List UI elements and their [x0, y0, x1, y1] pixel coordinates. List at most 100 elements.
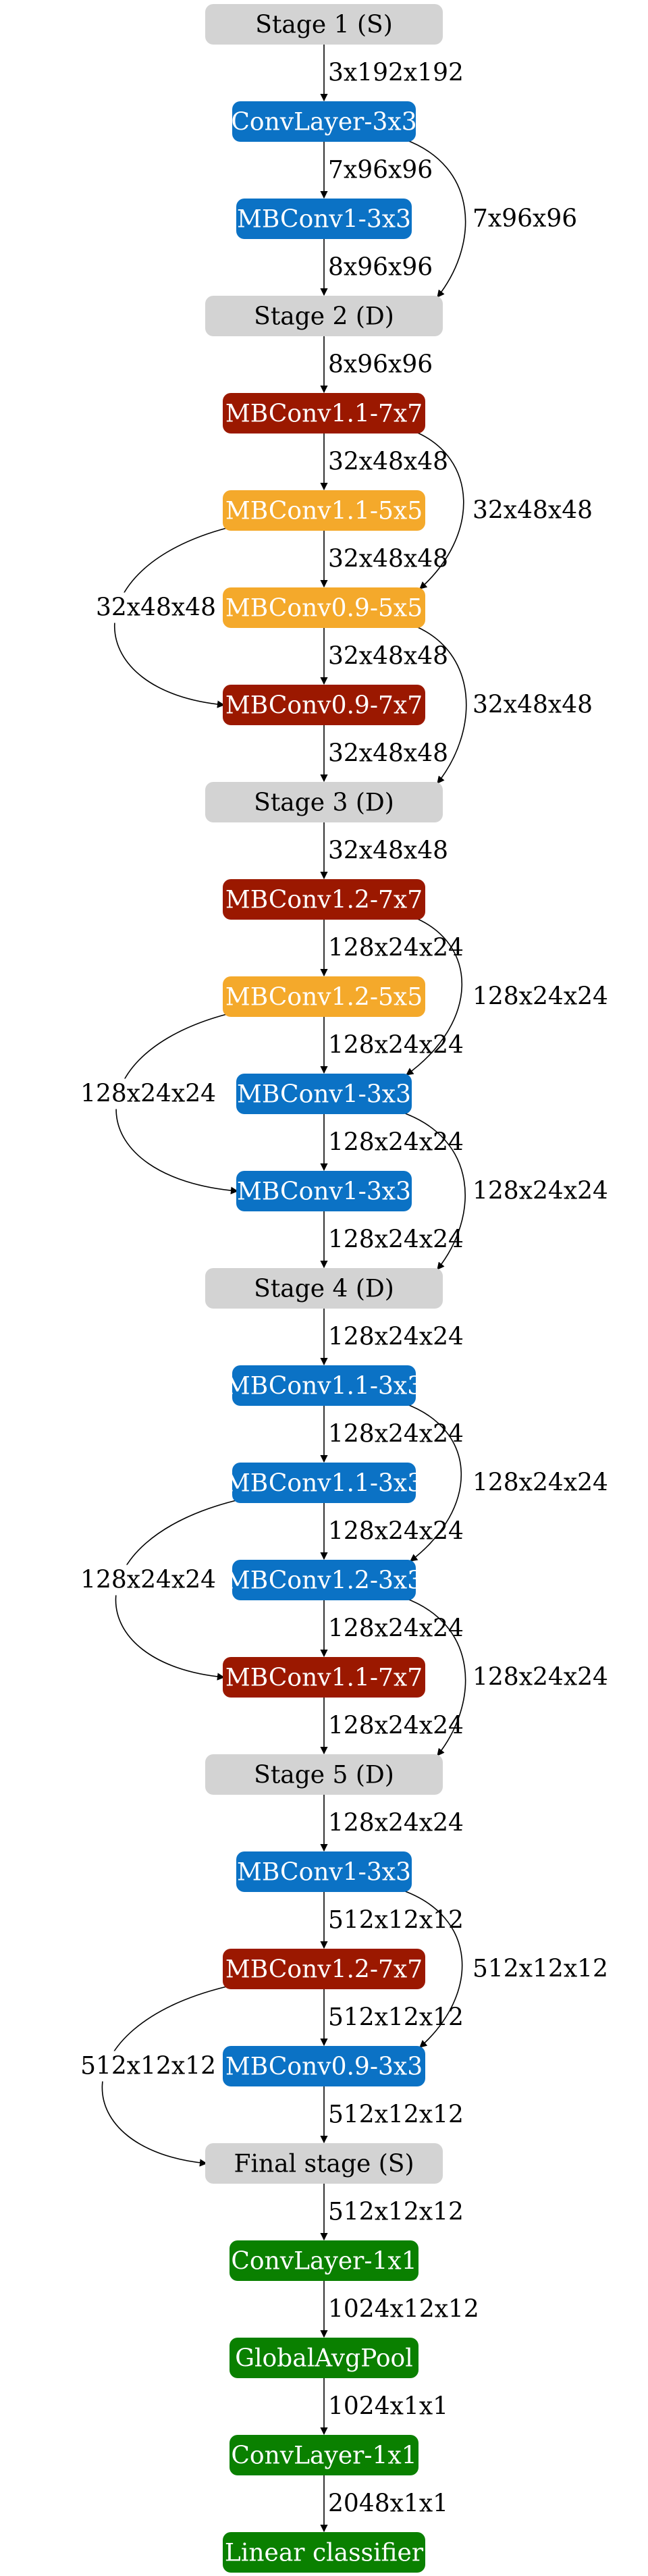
node-s2_mb1: MBConv1.1-7x7 — [223, 393, 425, 433]
edge-label: 128x24x24 — [80, 1567, 216, 1594]
edge-s5_mb2-to-final: 512x12x12 — [78, 1986, 227, 2167]
node-stage3: Stage 3 (D) — [205, 782, 443, 822]
edge-label: 512x12x12 — [328, 2004, 464, 2032]
edge-final-to-conv1x1a: 512x12x12 — [320, 2184, 464, 2241]
edge-label: 32x48x48 — [328, 740, 448, 768]
node-s3_mb1: MBConv1.2-7x7 — [223, 879, 425, 920]
edge-s4_mb3-to-stage5: 128x24x24 — [403, 1597, 611, 1756]
edge-label: 128x24x24 — [473, 983, 608, 1011]
edge-s5_mb2-to-s5_mb3: 512x12x12 — [320, 1989, 464, 2047]
node-stage2: Stage 2 (D) — [205, 296, 443, 336]
edge-label: 7x96x96 — [473, 205, 577, 233]
edge-s2_mb3-to-stage3: 32x48x48 — [412, 625, 596, 784]
edge-s3_mb2-to-s3_mb4: 128x24x24 — [78, 1014, 239, 1194]
node-box — [236, 1171, 412, 1211]
node-label: MBConv1-3x3 — [237, 1178, 411, 1206]
edge-label: 32x48x48 — [328, 546, 448, 573]
node-stage4: Stage 4 (D) — [205, 1268, 443, 1309]
edge-conv3x3-to-s1_mb1: 7x96x96 — [320, 142, 433, 199]
edge-label-bg — [78, 1565, 219, 1596]
node-label: MBConv1.1-7x7 — [225, 1664, 423, 1692]
edge-label-bg — [78, 1078, 219, 1109]
edge-label-bg — [470, 981, 611, 1012]
edge-s5_mb1-to-s5_mb3: 512x12x12 — [399, 1889, 611, 2048]
node-label: ConvLayer-1x1 — [231, 2442, 416, 2470]
edge-s2_mb2-to-s2_mb3: 32x48x48 — [320, 531, 448, 588]
edge-label: 512x12x12 — [328, 1907, 464, 1935]
edge-label: 128x24x24 — [328, 1129, 464, 1157]
node-conv1x1a: ConvLayer-1x1 — [230, 2240, 418, 2281]
edge-line — [399, 1889, 463, 2048]
edge-line — [412, 625, 467, 784]
edge-label: 512x12x12 — [80, 2053, 216, 2080]
edge-label: 32x48x48 — [328, 448, 448, 476]
node-box — [223, 2046, 425, 2086]
node-label: Stage 2 (D) — [254, 303, 394, 331]
node-label: MBConv1.1-7x7 — [225, 400, 423, 428]
edge-label: 32x48x48 — [473, 497, 593, 525]
edge-s4_mb1-to-s4_mb3: 128x24x24 — [403, 1402, 611, 1562]
edge-s3_mb3-to-stage4: 128x24x24 — [399, 1111, 611, 1270]
node-s4_mb4: MBConv1.1-7x7 — [223, 1657, 425, 1698]
edge-label: 128x24x24 — [328, 1421, 464, 1448]
edge-line — [403, 1597, 466, 1756]
node-label: Final stage (S) — [234, 2151, 414, 2178]
edge-s4_mb2-to-s4_mb4: 128x24x24 — [78, 1500, 237, 1681]
node-box — [205, 1754, 443, 1795]
node-box — [205, 296, 443, 336]
edge-s3_mb3-to-s3_mb4: 128x24x24 — [320, 1114, 464, 1172]
edge-line — [113, 527, 227, 708]
edge-line — [406, 916, 463, 1076]
node-s5_mb2: MBConv1.2-7x7 — [223, 1949, 425, 1989]
edge-label: 8x96x96 — [328, 254, 433, 282]
node-label: MBConv1.2-7x7 — [225, 1956, 423, 1984]
edge-label: 128x24x24 — [328, 1518, 464, 1546]
node-box — [223, 879, 425, 920]
edge-label: 512x12x12 — [328, 2199, 464, 2226]
node-conv3x3: ConvLayer-3x3 — [231, 101, 417, 142]
edge-label: 32x48x48 — [328, 643, 448, 671]
edge-label: 128x24x24 — [328, 1323, 464, 1351]
node-label: MBConv0.9-5x5 — [225, 595, 423, 623]
edge-stage1-to-conv3x3: 3x192x192 — [320, 45, 464, 102]
edge-s3_mb1-to-s3_mb3: 128x24x24 — [406, 916, 611, 1076]
node-box — [236, 1851, 412, 1892]
node-label: MBConv1-3x3 — [237, 206, 411, 234]
edge-label: 128x24x24 — [80, 1080, 216, 1108]
node-label: Stage 3 (D) — [254, 789, 394, 817]
node-s3_mb2: MBConv1.2-5x5 — [223, 976, 425, 1017]
edge-s4_mb3-to-s4_mb4: 128x24x24 — [320, 1600, 464, 1658]
edge-label: 32x48x48 — [473, 691, 593, 719]
node-box — [223, 685, 425, 725]
node-final: Final stage (S) — [205, 2143, 443, 2184]
node-gap: GlobalAvgPool — [230, 2338, 418, 2378]
node-box — [232, 1463, 416, 1503]
node-box — [223, 393, 425, 433]
edge-s3_mb2-to-s3_mb3: 128x24x24 — [320, 1017, 464, 1074]
edge-conv3x3-to-stage2: 7x96x96 — [403, 138, 580, 298]
edge-label: 128x24x24 — [473, 1469, 608, 1497]
node-box — [236, 199, 412, 239]
node-label: Stage 5 (D) — [254, 1762, 394, 1789]
edge-s4_mb1-to-s4_mb2: 128x24x24 — [320, 1406, 464, 1463]
edge-label: 128x24x24 — [328, 935, 464, 962]
node-conv1x1b: ConvLayer-1x1 — [230, 2435, 418, 2475]
edge-s5_mb3-to-final: 512x12x12 — [320, 2086, 464, 2144]
edge-label-bg — [470, 1176, 611, 1207]
node-label: MBConv1.1-5x5 — [225, 498, 423, 525]
node-box — [223, 1949, 425, 1989]
edge-label: 3x192x192 — [328, 59, 464, 87]
edge-label: 128x24x24 — [473, 1178, 608, 1205]
edge-label: 8x96x96 — [328, 351, 433, 379]
node-box — [230, 2338, 418, 2378]
node-label: MBConv1-3x3 — [237, 1859, 411, 1887]
node-box — [232, 1560, 416, 1600]
edge-label: 32x48x48 — [328, 837, 448, 865]
node-label: ConvLayer-3x3 — [231, 109, 416, 136]
node-box — [205, 1268, 443, 1309]
node-s2_mb3: MBConv0.9-5x5 — [223, 587, 425, 628]
edge-s5_mb1-to-s5_mb2: 512x12x12 — [320, 1892, 464, 1949]
node-box — [223, 976, 425, 1017]
node-s2_mb2: MBConv1.1-5x5 — [223, 490, 425, 531]
